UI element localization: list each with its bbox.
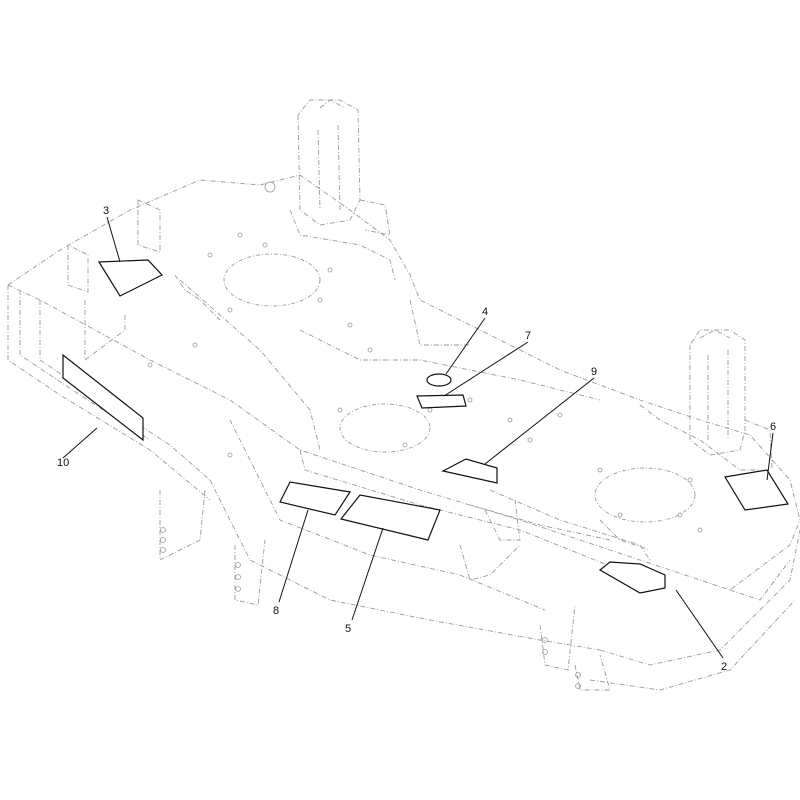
callout-4: 4	[482, 306, 488, 318]
callout-6: 6	[770, 421, 776, 433]
decals	[62, 259, 789, 594]
decal-6	[724, 469, 789, 511]
left-spindle-opening	[223, 253, 321, 307]
decal-4	[426, 373, 452, 387]
callout-labels: 3 4 7 9 6 10 8 5 2	[57, 205, 776, 673]
rear-mounting-tower	[264, 99, 396, 281]
callout-3: 3	[103, 205, 109, 217]
decal-8	[279, 481, 352, 516]
callout-5: 5	[345, 623, 351, 635]
fastener-holes	[147, 232, 703, 533]
leader-lines	[62, 216, 774, 659]
mower-deck-outline	[7, 174, 800, 691]
decal-10	[62, 353, 144, 442]
spindle-openings	[223, 253, 696, 523]
center-spindle-opening	[339, 403, 431, 453]
decal-2	[598, 561, 666, 594]
right-mounting-tower	[639, 329, 773, 471]
callout-2: 2	[721, 661, 727, 673]
decal-5	[339, 494, 441, 541]
decal-3	[97, 259, 163, 297]
callout-8: 8	[273, 605, 279, 617]
decal-7	[416, 394, 467, 409]
decal-9	[441, 458, 498, 484]
deck-brackets	[67, 199, 651, 691]
callout-9: 9	[591, 366, 597, 378]
callout-7: 7	[525, 330, 531, 342]
callout-10: 10	[57, 457, 69, 469]
right-spindle-opening	[594, 467, 696, 523]
